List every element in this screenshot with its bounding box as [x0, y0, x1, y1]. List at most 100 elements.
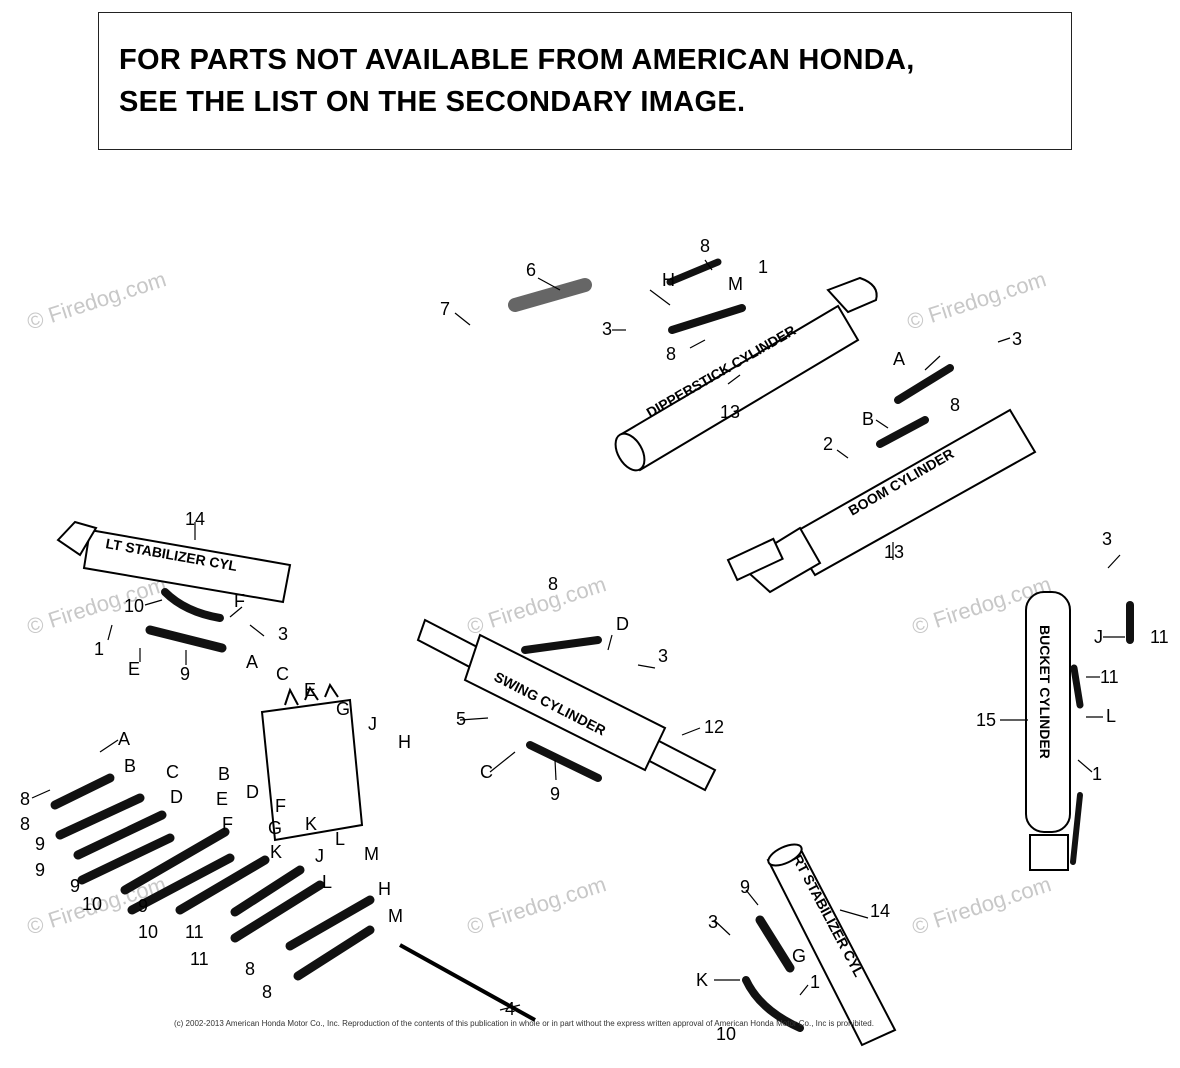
- watermark: © Firedog.com: [24, 266, 169, 334]
- rod-4: [399, 943, 536, 1022]
- callout-D: D: [616, 614, 629, 634]
- callout-J: J: [368, 714, 377, 734]
- callout-H: K: [696, 970, 708, 990]
- callout-8: 8: [262, 982, 272, 1002]
- callout-F: F: [234, 591, 245, 611]
- callout-1: 1: [1092, 764, 1102, 784]
- callout-9: 9: [740, 877, 750, 897]
- callout-H: K: [270, 842, 282, 862]
- notice-line-1: FOR PARTS NOT AVAILABLE FROM AMERICAN HO…: [119, 44, 915, 76]
- callout-9: 9: [35, 834, 45, 854]
- callout-labels: 6 7 3 H 8 M 1 8 13 3 A 8 B 2 13 14 10 F …: [20, 236, 1169, 1044]
- callout-12: 12: [704, 717, 724, 737]
- callout-8: 8: [700, 236, 710, 256]
- callout-8: 8: [666, 344, 676, 364]
- callout-H: K: [305, 814, 317, 834]
- callout-8: 8: [950, 395, 960, 415]
- lt-stabilizer-cylinder: LT STABILIZER CYL: [56, 520, 292, 604]
- hoses: [50, 258, 1134, 1032]
- callout-10: 10: [124, 596, 144, 616]
- control-valve-block: [260, 682, 364, 842]
- callout-J: J: [1094, 627, 1103, 647]
- watermark: © Firedog.com: [464, 571, 609, 639]
- callout-D: D: [246, 782, 259, 802]
- callout-14: 14: [185, 509, 205, 529]
- callout-2: 2: [823, 434, 833, 454]
- callout-5: 5: [456, 709, 466, 729]
- callout-8: 8: [20, 814, 30, 834]
- watermark: © Firedog.com: [464, 871, 609, 939]
- copyright-notice: (c) 2002-2013 American Honda Motor Co., …: [174, 1019, 874, 1028]
- callout-E: E: [216, 789, 228, 809]
- callout-9: 9: [180, 664, 190, 684]
- callout-3: 3: [602, 319, 612, 339]
- callout-K: L: [335, 829, 345, 849]
- notice-line-2: SEE THE LIST ON THE SECONDARY IMAGE.: [119, 86, 746, 118]
- callout-L: H: [398, 732, 411, 752]
- callout-A: A: [118, 729, 130, 749]
- callout-3: 3: [1012, 329, 1022, 349]
- callout-11: 11: [185, 922, 204, 942]
- callout-1: 1: [810, 972, 820, 992]
- parts-notice-box: FOR PARTS NOT AVAILABLE FROM AMERICAN HO…: [98, 12, 1072, 150]
- callout-B: B: [862, 409, 874, 429]
- callout-D: D: [170, 787, 183, 807]
- bucket-label: BUCKET CYLINDER: [1037, 625, 1053, 759]
- callout-J: J: [315, 846, 324, 866]
- callout-M: M: [728, 274, 743, 294]
- callout-15: 15: [976, 710, 996, 730]
- callout-4: 4: [505, 999, 515, 1019]
- callout-F: F: [222, 814, 233, 834]
- bucket-cylinder: BUCKET CYLINDER: [1025, 591, 1071, 871]
- callout-10: 10: [716, 1024, 736, 1044]
- callout-F: F: [275, 796, 286, 816]
- callout-G: G: [792, 946, 806, 966]
- callout-9: 9: [550, 784, 560, 804]
- callout-A: A: [246, 652, 258, 672]
- callout-8: 8: [20, 789, 30, 809]
- callout-M: M: [388, 906, 403, 926]
- callout-M: M: [364, 844, 379, 864]
- callout-3: 3: [708, 912, 718, 932]
- callout-K: L: [322, 872, 332, 892]
- callout-G: G: [336, 699, 350, 719]
- callout-1: 1: [758, 257, 768, 277]
- callout-11: 11: [1100, 667, 1119, 687]
- callout-B: B: [218, 764, 230, 784]
- callout-13: 13: [884, 542, 904, 562]
- callout-9: 9: [35, 860, 45, 880]
- callout-C: C: [276, 664, 289, 684]
- callout-3: 3: [1102, 529, 1112, 549]
- callout-8: 8: [245, 959, 255, 979]
- callout-9: 9: [138, 896, 148, 916]
- callout-14: 14: [870, 901, 890, 921]
- callout-9: 9: [70, 876, 80, 896]
- watermark: © Firedog.com: [909, 871, 1054, 939]
- callout-K: L: [1106, 706, 1116, 726]
- callout-11: 11: [190, 949, 209, 969]
- watermark: © Firedog.com: [904, 266, 1049, 334]
- callout-L: H: [378, 879, 391, 899]
- boom-cylinder: BOOM CYLINDER: [726, 408, 1037, 594]
- callout-13: 13: [720, 402, 740, 422]
- callout-C: C: [480, 762, 493, 782]
- callout-10: 10: [138, 922, 158, 942]
- callout-E: E: [128, 659, 140, 679]
- callout-7: 7: [440, 299, 450, 319]
- callout-1: 1: [94, 639, 104, 659]
- callout-10: 10: [82, 894, 102, 914]
- callout-6: 6: [526, 260, 536, 280]
- callout-G: G: [268, 818, 282, 838]
- callout-3: 3: [278, 624, 288, 644]
- callout-L: H: [662, 270, 675, 290]
- callout-11: 11: [1150, 627, 1169, 647]
- rt-stabilizer-cylinder: RT STABILIZER CYL: [766, 843, 897, 1047]
- leader-lines: [31, 259, 1125, 1011]
- callout-8: 8: [548, 574, 558, 594]
- callout-3: 3: [658, 646, 668, 666]
- callout-A: A: [893, 349, 905, 369]
- callout-B: B: [124, 756, 136, 776]
- callout-C: C: [166, 762, 179, 782]
- callout-E: E: [304, 680, 316, 700]
